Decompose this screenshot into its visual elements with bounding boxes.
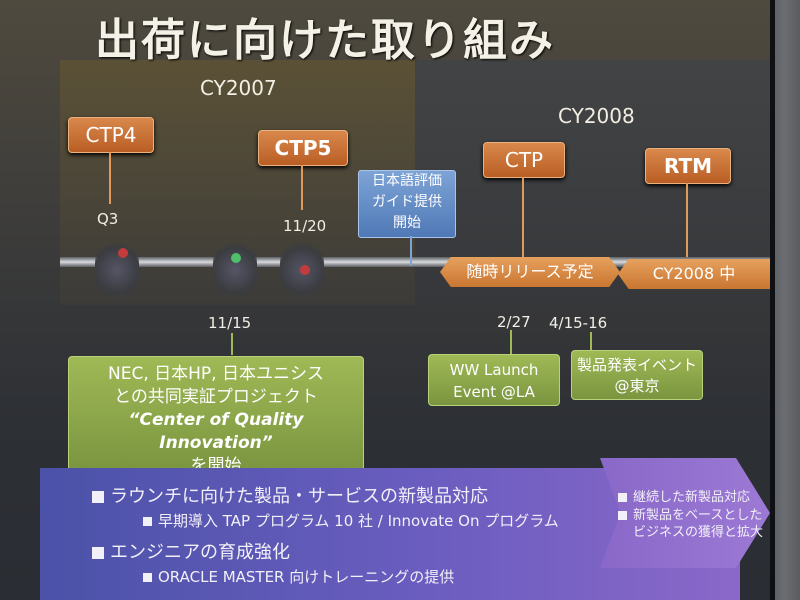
- right-bullet-1-text: 継続した新製品対応: [633, 490, 751, 505]
- bottom-arrow-box: [600, 458, 770, 568]
- tokyo-event-box: 製品発表イベント @東京: [571, 350, 703, 400]
- year-label-2007: CY2007: [200, 76, 277, 100]
- connector-line: [301, 165, 303, 210]
- milestone-ctp: CTP: [483, 142, 565, 178]
- projection-screen: 出荷に向けた取り組み CY2007 CY2008 CTP4 CTP5 CTP R…: [0, 0, 775, 600]
- bullet-square: [143, 517, 152, 526]
- connector-line: [522, 177, 524, 262]
- bullet-2-text: エンジニアの育成強化: [110, 542, 290, 563]
- event-line-1: 製品発表イベント: [576, 356, 697, 374]
- coi-line-1: NEC, 日本HP, 日本ユニシス: [108, 364, 324, 384]
- bullet-square: [618, 493, 627, 502]
- timeline-bar: [60, 257, 770, 267]
- coi-line-2: との共同実証プロジェクト: [114, 387, 318, 407]
- coi-box: NEC, 日本HP, 日本ユニシス との共同実証プロジェクト “Center o…: [68, 356, 364, 476]
- connector-line: [231, 333, 233, 355]
- red-light: [118, 248, 128, 258]
- bullet-2a-text: ORACLE MASTER 向けトレーニングの提供: [158, 568, 455, 586]
- right-bullet-2-text: 新製品をベースとした: [633, 508, 763, 523]
- guide-connector: [410, 236, 412, 266]
- slide: 出荷に向けた取り組み CY2007 CY2008 CTP4 CTP5 CTP R…: [0, 0, 770, 600]
- connector-line: [109, 152, 111, 204]
- date-415: 4/15-16: [549, 314, 608, 332]
- date-1120: 11/20: [283, 217, 327, 235]
- right-bullet-1: 継続した新製品対応: [618, 486, 750, 505]
- bullet-1: ラウンチに向けた製品・サービスの新製品対応: [92, 482, 488, 508]
- bullet-square: [143, 573, 152, 582]
- date-227: 2/27: [497, 313, 531, 331]
- connector-line: [510, 330, 512, 356]
- ww-launch-box: WW Launch Event @LA: [428, 354, 560, 406]
- ww-line-2: Event @LA: [453, 383, 535, 401]
- guide-line-2: ガイド提供: [372, 194, 442, 210]
- connector-line: [686, 183, 688, 263]
- bullet-1a: 早期導入 TAP プログラム 10 社 / Innovate On プログラム: [143, 510, 559, 531]
- milestone-rtm: RTM: [645, 148, 731, 184]
- bullet-1a-text: 早期導入 TAP プログラム 10 社 / Innovate On プログラム: [158, 512, 559, 530]
- milestone-ctp5: CTP5: [258, 130, 348, 166]
- timeline-marker: [95, 240, 139, 300]
- timeline-marker: [213, 240, 257, 300]
- date-1115: 11/15: [208, 314, 252, 332]
- red-light: [300, 265, 310, 275]
- release-arrow: 随時リリース予定: [440, 257, 620, 287]
- right-bullet-2: 新製品をベースとした: [618, 504, 762, 523]
- event-line-2: @東京: [614, 377, 660, 395]
- bullet-1-text: ラウンチに向けた製品・サービスの新製品対応: [110, 486, 488, 507]
- green-light: [231, 253, 241, 263]
- bullet-2: エンジニアの育成強化: [92, 538, 290, 564]
- bullet-square: [618, 511, 627, 520]
- coi-line-3: “Center of Quality Innovation”: [128, 410, 304, 453]
- milestone-ctp4: CTP4: [68, 117, 154, 153]
- guide-line-1: 日本語評価: [372, 173, 442, 189]
- cy2008-mid-arrow: CY2008 中: [618, 259, 770, 289]
- year-label-2008: CY2008: [558, 104, 635, 128]
- guide-line-3: 開始: [393, 215, 421, 231]
- bullet-square: [92, 547, 104, 559]
- connector-line: [590, 332, 592, 352]
- bullet-2a: ORACLE MASTER 向けトレーニングの提供: [143, 566, 454, 587]
- guide-box: 日本語評価 ガイド提供 開始: [358, 170, 456, 238]
- ww-line-1: WW Launch: [449, 361, 539, 379]
- right-bullet-2-cont: ビジネスの獲得と拡大: [633, 525, 764, 540]
- slide-title: 出荷に向けた取り組み: [95, 15, 555, 66]
- bullet-square: [92, 491, 104, 503]
- date-q3: Q3: [97, 210, 119, 228]
